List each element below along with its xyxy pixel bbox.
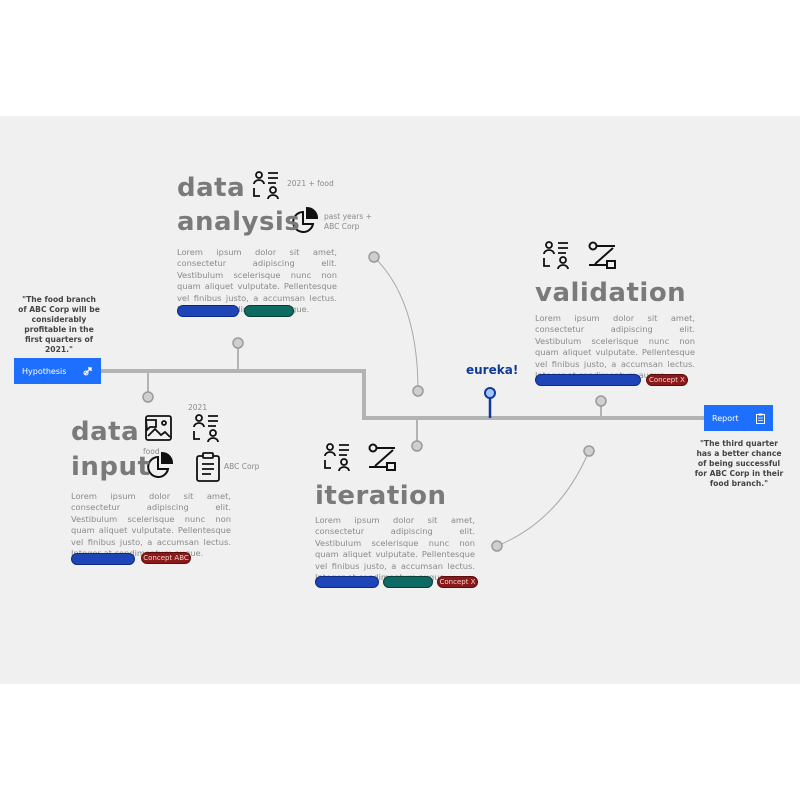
workflow-icon bbox=[368, 443, 396, 471]
data-analysis-tag-past: past years + bbox=[324, 212, 372, 221]
tag-pill[interactable] bbox=[244, 305, 294, 317]
main-timeline bbox=[101, 369, 704, 420]
concept-tag[interactable]: Concept X bbox=[437, 576, 478, 588]
workflow-icon bbox=[588, 241, 616, 269]
data-input-description: Lorem ipsum dolor sit amet, consectetur … bbox=[71, 491, 231, 559]
tag-pill[interactable] bbox=[315, 576, 379, 588]
validation-description: Lorem ipsum dolor sit amet, consectetur … bbox=[535, 313, 695, 380]
data-analysis-tag-company: ABC Corp bbox=[324, 222, 360, 231]
data-input-tag-company: ABC Corp bbox=[224, 462, 260, 471]
eureka-label: eureka! bbox=[466, 363, 519, 377]
hypothesis-label: Hypothesis bbox=[22, 366, 67, 376]
hypothesis-quote: "The food branch of ABC Corp will be con… bbox=[18, 295, 100, 354]
hypothesis-button[interactable]: Hypothesis bbox=[14, 358, 101, 384]
tag-pill[interactable] bbox=[71, 553, 135, 565]
data-input-title-line2: input bbox=[71, 452, 151, 482]
concept-tag[interactable]: Concept X bbox=[646, 374, 688, 386]
data-analysis-title-line2: analysis bbox=[177, 207, 301, 237]
report-button[interactable]: Report bbox=[704, 405, 773, 431]
iteration-description: Lorem ipsum dolor sit amet, consectetur … bbox=[315, 515, 475, 583]
concept-tag[interactable]: Concept ABC bbox=[141, 552, 191, 564]
data-input-tag-food: food bbox=[143, 447, 160, 456]
people-list-icon bbox=[324, 443, 350, 472]
data-analysis-title-line1: data bbox=[177, 173, 246, 203]
node-curve-analysis-top bbox=[368, 251, 380, 263]
data-analysis-description: Lorem ipsum dolor sit amet, consectetur … bbox=[177, 247, 337, 315]
node-curve-analysis-bottom bbox=[412, 385, 424, 397]
data-input-title-line1: data bbox=[71, 417, 140, 447]
report-quote: "The third quarter has a better chance o… bbox=[694, 439, 784, 488]
report-label: Report bbox=[712, 413, 739, 423]
node-validation bbox=[595, 395, 607, 407]
iteration-title: iteration bbox=[315, 481, 447, 511]
node-data-input bbox=[142, 391, 154, 403]
people-list-icon bbox=[253, 171, 279, 200]
tag-pill[interactable] bbox=[535, 374, 641, 386]
clipboard-list-icon bbox=[196, 452, 220, 482]
link-icon bbox=[83, 367, 92, 376]
node-data-analysis bbox=[232, 337, 244, 349]
curve-analysis bbox=[373, 256, 419, 392]
curve-iteration bbox=[496, 450, 590, 547]
tag-pill[interactable] bbox=[177, 305, 239, 317]
data-input-tag-year: 2021 bbox=[188, 403, 208, 412]
image-chat-icon bbox=[145, 415, 172, 441]
eureka-node bbox=[484, 387, 496, 399]
pie-chart-icon bbox=[147, 451, 174, 478]
clipboard-icon bbox=[756, 413, 765, 424]
tag-pill[interactable] bbox=[383, 576, 433, 588]
node-curve-iteration-top bbox=[583, 445, 595, 457]
people-list-icon bbox=[543, 241, 569, 270]
node-iteration bbox=[411, 440, 423, 452]
diagram-canvas bbox=[0, 116, 800, 684]
people-list-icon bbox=[193, 414, 219, 443]
pie-chart-icon bbox=[292, 206, 319, 233]
validation-title: validation bbox=[535, 278, 687, 308]
node-curve-iteration-bottom bbox=[491, 540, 503, 552]
data-analysis-tag-year: 2021 + food bbox=[287, 179, 334, 188]
